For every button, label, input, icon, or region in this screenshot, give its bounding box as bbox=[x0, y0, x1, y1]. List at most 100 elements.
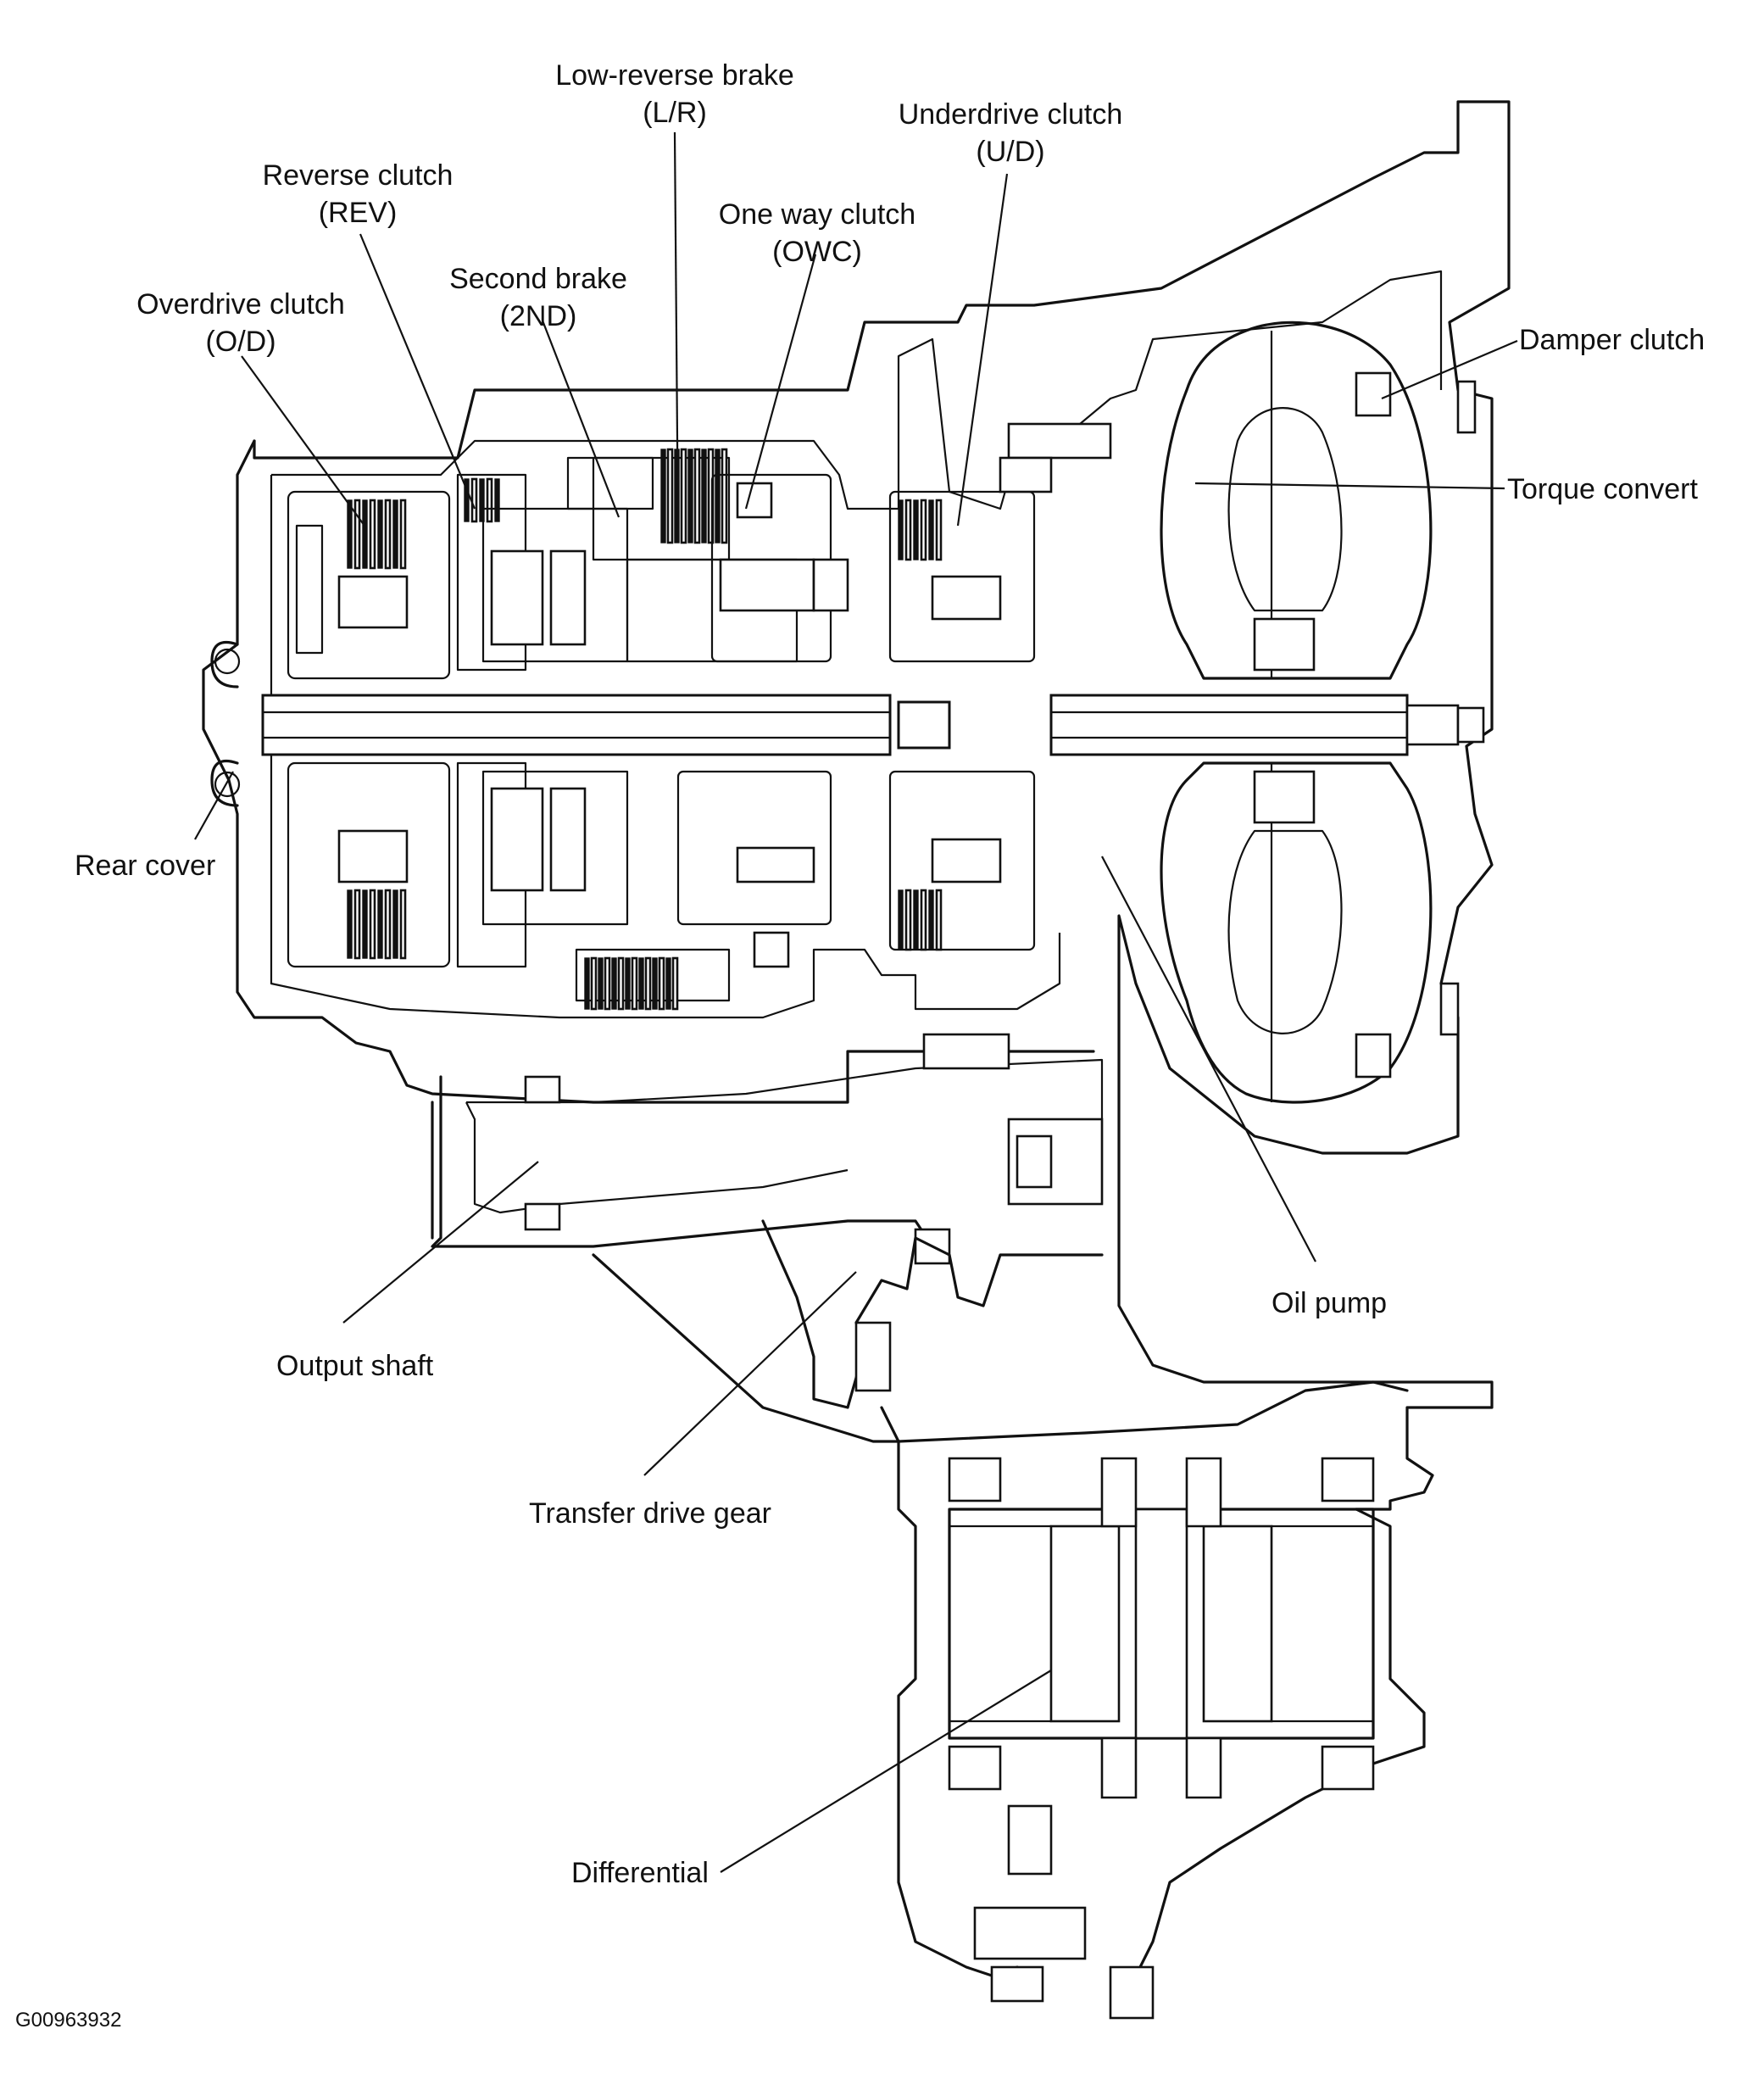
transfer-drive-gear bbox=[592, 1219, 1104, 1443]
underdrive-clutch-pack bbox=[888, 422, 1112, 663]
clutch-plate bbox=[671, 956, 679, 1011]
clutch-plate bbox=[898, 499, 904, 560]
clutch-plate bbox=[399, 889, 407, 960]
clutch-plate bbox=[721, 448, 728, 544]
clutch-plate bbox=[913, 499, 919, 560]
figure-id: G00963932 bbox=[15, 2009, 121, 2032]
leader-second-brake bbox=[541, 320, 620, 518]
second-brake-pack bbox=[481, 456, 654, 663]
leader-oil-pump bbox=[1101, 856, 1316, 1263]
clutch-plate bbox=[392, 889, 398, 959]
clutch-plate bbox=[701, 449, 707, 544]
clutch-plate bbox=[935, 889, 943, 951]
differential-assembly bbox=[880, 1380, 1426, 2020]
clutch-plate bbox=[598, 957, 604, 1010]
clutch-plate bbox=[347, 889, 353, 959]
clutch-plate bbox=[920, 499, 927, 561]
leader-underdrive-clutch bbox=[956, 173, 1009, 527]
clutch-plate bbox=[604, 956, 611, 1011]
clutch-plate bbox=[680, 448, 687, 544]
main-shaft bbox=[261, 694, 1485, 756]
label-reverse-clutch: Reverse clutch bbox=[263, 159, 454, 192]
label-underdrive-clutch: Underdrive clutch bbox=[899, 98, 1123, 131]
label-torque-converter: Torque convert bbox=[1507, 473, 1698, 505]
clutch-plate bbox=[347, 499, 353, 569]
clutch-plate bbox=[486, 477, 493, 523]
clutch-plate bbox=[384, 499, 392, 570]
clutch-plate bbox=[377, 499, 383, 569]
label-one-way-clutch: One way clutch bbox=[719, 198, 915, 231]
label-second-brake-code: (2ND) bbox=[500, 300, 577, 332]
clutch-plate bbox=[904, 499, 912, 561]
label-one-way-clutch-code: (OWC) bbox=[772, 236, 862, 268]
clutch-plate bbox=[935, 499, 943, 561]
clutch-plate bbox=[369, 499, 376, 570]
leader-differential bbox=[720, 1670, 1052, 1873]
one-way-clutch-assembly bbox=[710, 473, 849, 663]
leader-lines bbox=[194, 131, 1518, 1873]
clutch-plate bbox=[353, 889, 361, 960]
leader-reverse-clutch bbox=[359, 233, 476, 510]
clutch-plate bbox=[904, 889, 912, 951]
clutch-plate bbox=[470, 477, 478, 523]
leader-output-shaft bbox=[342, 1161, 539, 1324]
clutch-plate bbox=[362, 499, 368, 569]
clutch-plate bbox=[494, 478, 500, 522]
clutch-plate bbox=[928, 889, 934, 950]
clutch-plate bbox=[590, 956, 598, 1011]
clutch-plate bbox=[384, 889, 392, 960]
leader-transfer-drive-gear bbox=[643, 1271, 857, 1476]
clutch-plate bbox=[644, 956, 652, 1011]
clutch-plate bbox=[913, 889, 919, 950]
clutch-plate bbox=[631, 956, 638, 1011]
label-overdrive-clutch-code: (O/D) bbox=[205, 326, 275, 358]
clutch-plate bbox=[687, 449, 693, 544]
clutch-plate bbox=[617, 956, 625, 1011]
low-reverse-brake-pack bbox=[592, 448, 799, 663]
lower-clutch-assemblies bbox=[287, 761, 1036, 1011]
label-damper-clutch: Damper clutch bbox=[1519, 324, 1705, 356]
label-differential: Differential bbox=[571, 1857, 709, 1889]
clutch-plate bbox=[693, 448, 701, 544]
clutch-plate bbox=[399, 499, 407, 570]
clutch-plate bbox=[638, 957, 644, 1010]
label-underdrive-clutch-code: (U/D) bbox=[976, 136, 1044, 168]
leader-torque-converter bbox=[1194, 482, 1505, 490]
leader-one-way-clutch bbox=[744, 254, 817, 510]
clutch-plate bbox=[658, 956, 665, 1011]
component-labels: Low-reverse brake (L/R) Underdrive clutc… bbox=[15, 59, 1705, 2032]
label-second-brake: Second brake bbox=[449, 263, 627, 295]
clutch-plate bbox=[584, 957, 590, 1010]
clutch-plate bbox=[898, 889, 904, 950]
clutch-plate bbox=[920, 889, 927, 951]
clutch-plate bbox=[611, 957, 617, 1010]
torque-converter bbox=[1160, 321, 1477, 1104]
label-oil-pump: Oil pump bbox=[1272, 1287, 1387, 1319]
clutch-plate bbox=[464, 478, 470, 522]
clutch-plate bbox=[652, 957, 658, 1010]
clutch-plate bbox=[377, 889, 383, 959]
leader-rear-cover bbox=[194, 771, 234, 840]
label-output-shaft: Output shaft bbox=[276, 1350, 434, 1382]
clutch-plate bbox=[666, 448, 674, 544]
output-shaft-assembly bbox=[431, 1033, 1104, 1265]
clutch-plate bbox=[353, 499, 361, 570]
clutch-plate bbox=[369, 889, 376, 960]
label-overdrive-clutch: Overdrive clutch bbox=[136, 288, 345, 321]
clutch-plate bbox=[660, 449, 666, 544]
label-reverse-clutch-code: (REV) bbox=[319, 197, 398, 229]
clutch-plate bbox=[479, 478, 485, 522]
label-low-reverse-brake: Low-reverse brake bbox=[555, 59, 794, 92]
clutch-plate bbox=[362, 889, 368, 959]
leader-overdrive-clutch bbox=[241, 355, 365, 527]
overdrive-clutch-pack bbox=[287, 490, 451, 680]
clutch-plate bbox=[928, 499, 934, 560]
clutch-plate bbox=[715, 449, 721, 544]
gearbox-housing bbox=[202, 100, 1511, 1511]
leader-low-reverse-brake bbox=[673, 131, 680, 544]
label-rear-cover: Rear cover bbox=[75, 850, 215, 882]
clutch-plate bbox=[392, 499, 398, 569]
label-low-reverse-brake-code: (L/R) bbox=[643, 97, 707, 129]
leader-damper-clutch bbox=[1381, 339, 1518, 400]
